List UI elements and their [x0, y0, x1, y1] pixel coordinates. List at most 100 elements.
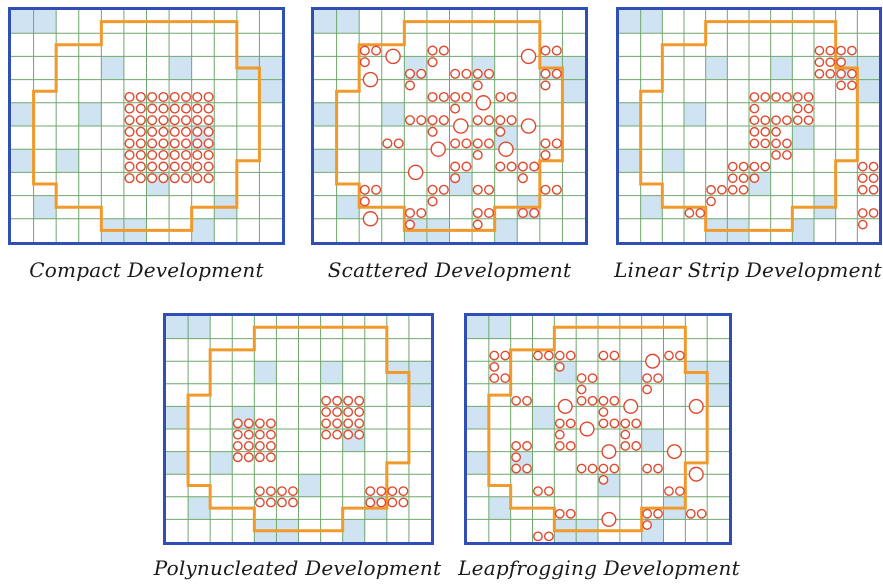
development-dots [124, 91, 214, 184]
building-dot [158, 161, 169, 172]
building-dot [598, 395, 609, 406]
building-dot [343, 429, 354, 440]
building-dot [265, 418, 276, 429]
building-dot [506, 91, 517, 103]
development-dots [684, 45, 879, 230]
building-dot [696, 508, 707, 519]
building-dot [495, 115, 506, 126]
building-dot [489, 350, 500, 361]
shaded-cell [314, 149, 337, 173]
building-dot [857, 161, 868, 172]
building-dot [565, 418, 576, 429]
building-dot [427, 115, 438, 126]
building-dot [169, 173, 180, 184]
building-dot [169, 115, 180, 126]
building-dot [620, 418, 631, 429]
building-dot [243, 418, 254, 429]
building-dot [598, 463, 609, 474]
building-dot [343, 407, 354, 417]
building-dot [543, 531, 554, 542]
building-dot [416, 68, 427, 79]
building-dot [868, 208, 879, 218]
building-dot [232, 418, 243, 429]
shaded-cell [381, 102, 405, 126]
building-dot [533, 531, 543, 542]
shaded-cell [210, 451, 233, 475]
building-dot [147, 115, 158, 126]
building-dot [489, 373, 500, 384]
building-dot [554, 418, 565, 429]
building-dot [365, 486, 376, 497]
building-dot [551, 138, 562, 149]
building-dot [533, 350, 543, 361]
building-dot [321, 395, 332, 406]
building-dot [498, 141, 514, 157]
building-dot [500, 373, 511, 384]
building-dot [623, 398, 639, 414]
building-dot [825, 45, 836, 56]
building-dot [265, 486, 276, 497]
building-dot [520, 48, 537, 65]
shaded-cell [11, 149, 34, 173]
building-dot [511, 463, 522, 474]
shaded-cell [166, 316, 189, 339]
building-dot [135, 149, 146, 161]
building-dot [427, 45, 438, 56]
building-dot [472, 138, 483, 149]
building-dot [124, 115, 135, 126]
building-dot [404, 219, 416, 230]
building-dot [472, 68, 483, 79]
building-dot [609, 395, 620, 406]
building-dot [666, 444, 682, 460]
building-dot [288, 497, 298, 508]
panel-frame [616, 7, 882, 245]
building-dot [243, 429, 254, 440]
building-dot [321, 429, 332, 440]
building-dot [450, 173, 461, 184]
building-dot [232, 429, 243, 440]
building-dot [749, 115, 760, 126]
building-dot [836, 45, 846, 56]
building-dot [540, 184, 551, 195]
building-dot [371, 45, 382, 56]
building-dot [124, 126, 135, 137]
building-dot [147, 103, 158, 114]
building-dot [642, 384, 653, 395]
shaded-cell [314, 10, 337, 34]
building-dot [540, 68, 551, 79]
building-dot [749, 138, 760, 149]
building-dot [598, 407, 609, 417]
building-dot [180, 126, 192, 137]
building-dot [554, 508, 565, 519]
building-dot [760, 161, 771, 172]
building-dot [495, 91, 506, 103]
development-boundary [487, 325, 709, 533]
building-dot [276, 497, 287, 508]
building-dot [124, 149, 135, 161]
building-dot [803, 92, 814, 102]
shaded-cell [78, 102, 102, 126]
building-dot [461, 161, 472, 172]
building-dot [511, 452, 522, 463]
shaded-cell [684, 102, 706, 126]
building-dot [407, 164, 424, 181]
building-dot [857, 184, 868, 195]
building-dot [609, 463, 620, 474]
building-dot [506, 115, 517, 126]
shaded-cell [33, 10, 57, 34]
building-dot [192, 149, 203, 161]
building-dot [727, 161, 738, 172]
shaded-cell [619, 102, 641, 126]
building-dot [180, 173, 192, 184]
building-dot [147, 173, 158, 184]
building-dot [343, 418, 354, 429]
building-dot [749, 92, 760, 102]
shaded-cell [191, 218, 215, 242]
building-dot [472, 115, 483, 126]
building-dot [427, 91, 438, 103]
building-dot [576, 395, 587, 406]
building-dot [180, 149, 192, 161]
building-dot [642, 373, 653, 384]
building-dot [645, 353, 661, 369]
building-dot [438, 91, 449, 103]
